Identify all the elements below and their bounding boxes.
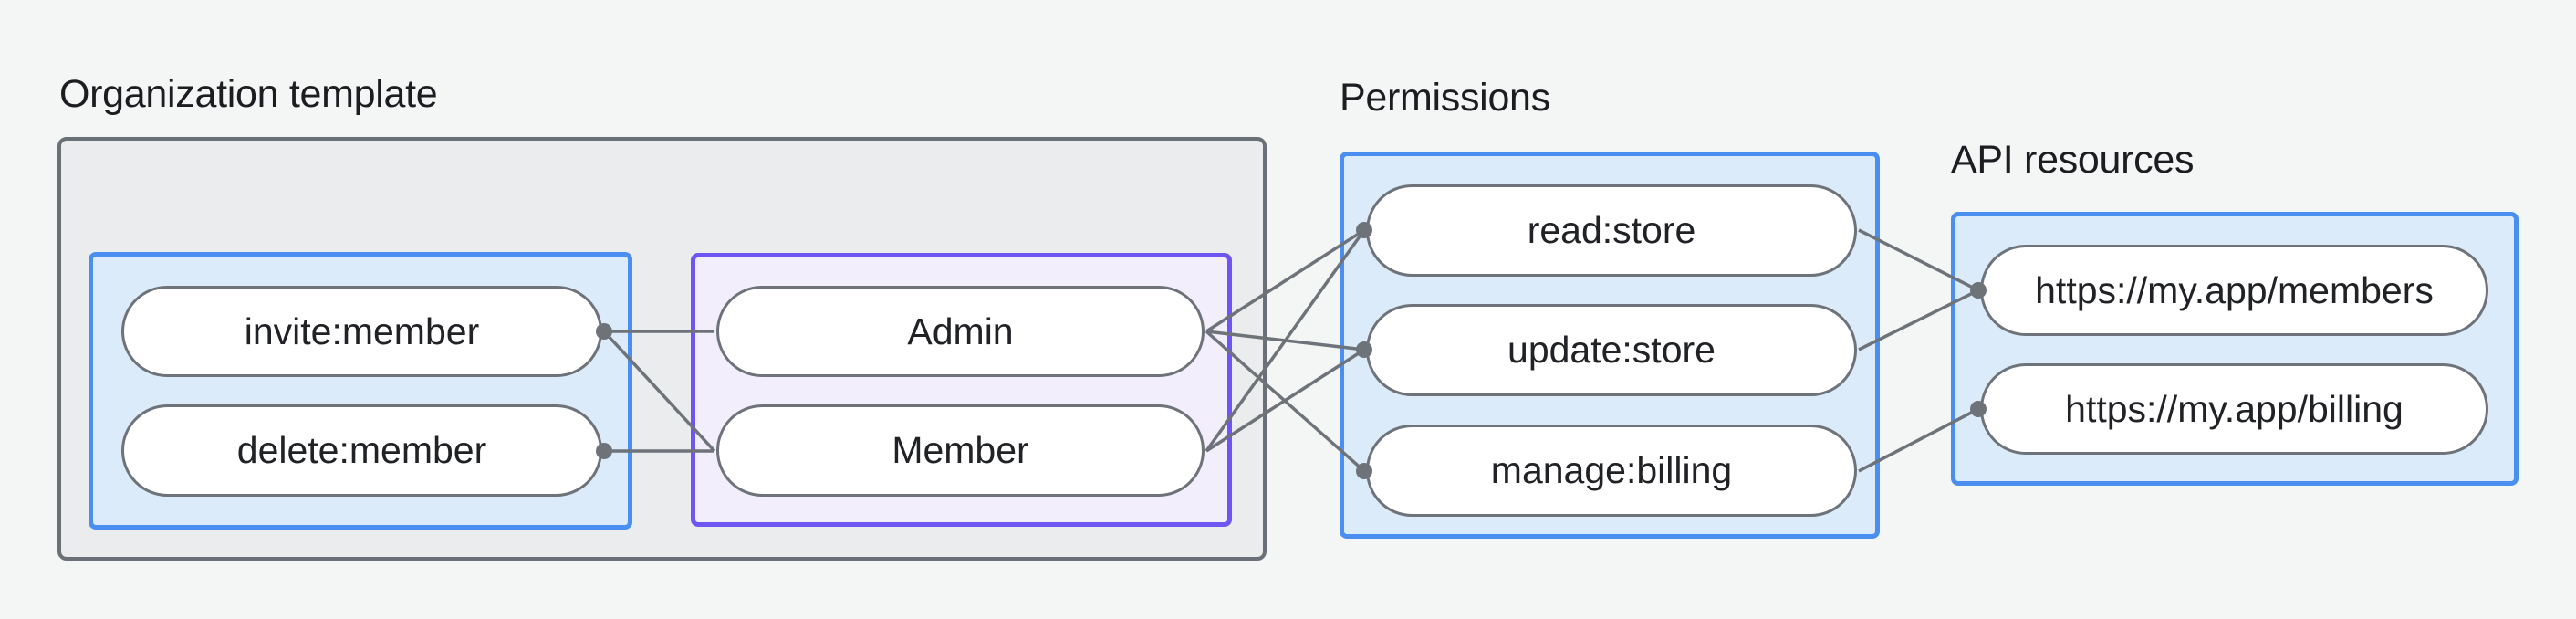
node-update-store: update:store (1366, 304, 1857, 396)
node-billing-api-resource: https://my.app/billing (1980, 363, 2488, 455)
node-read-store: read:store (1366, 184, 1857, 277)
api-resources-label: API resources (1951, 138, 2195, 182)
node-manage-billing: manage:billing (1366, 425, 1857, 517)
node-delete-member: delete:member (121, 404, 602, 497)
node-member-role: Member (716, 404, 1205, 497)
permissions-label: Permissions (1340, 76, 1550, 120)
node-invite-member: invite:member (121, 286, 602, 377)
node-admin-role: Admin (716, 286, 1205, 377)
node-members-api-resource: https://my.app/members (1980, 245, 2488, 336)
org-template-label: Organization template (59, 72, 438, 116)
